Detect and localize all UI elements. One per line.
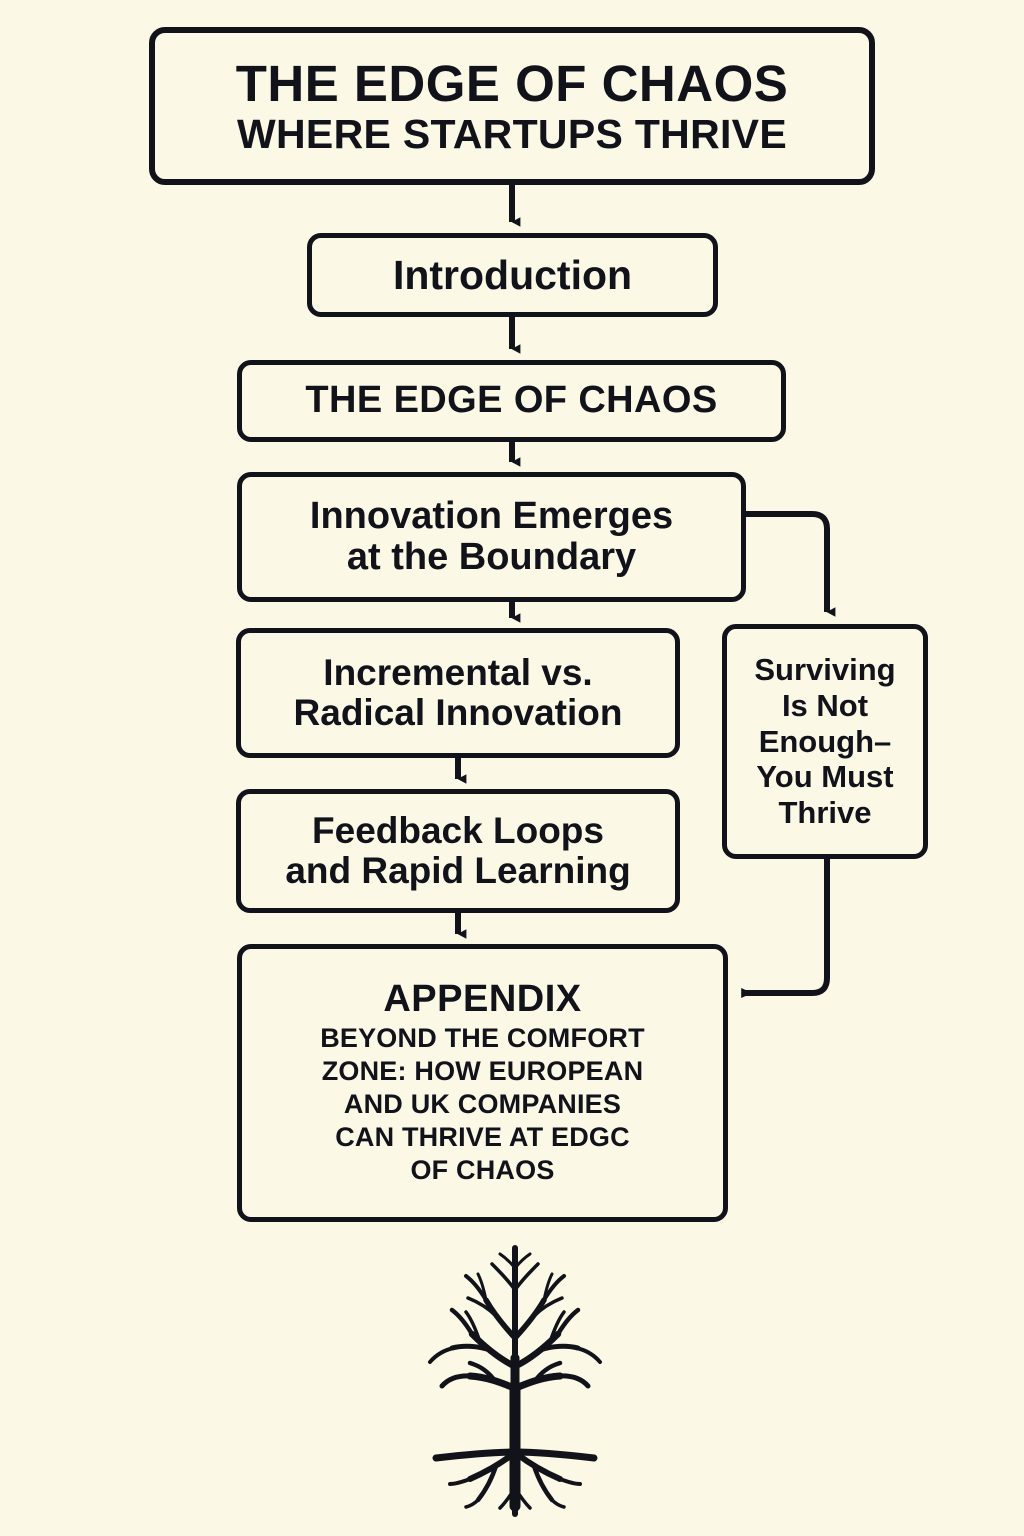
node-surviving-line-4: You Must xyxy=(756,759,894,795)
edge-innovation-to-surviving xyxy=(746,511,836,617)
node-feedback-loops-line-1: Feedback Loops xyxy=(312,810,604,852)
node-appendix-heading: APPENDIX xyxy=(383,978,582,1021)
node-surviving-is-not-enough[interactable]: Surviving Is Not Enough– You Must Thrive xyxy=(722,624,928,859)
node-the-edge-of-chaos[interactable]: THE EDGE OF CHAOS xyxy=(237,360,786,442)
node-introduction[interactable]: Introduction xyxy=(307,233,718,317)
node-feedback-loops-line-2: and Rapid Learning xyxy=(285,850,631,891)
node-incremental-vs-radical[interactable]: Incremental vs. Radical Innovation xyxy=(236,628,680,758)
node-appendix-sub-2: ZONE: HOW EUROPEAN xyxy=(321,1056,644,1087)
node-introduction-label: Introduction xyxy=(392,251,633,298)
tree-icon xyxy=(428,1245,602,1517)
node-innovation-emerges[interactable]: Innovation Emerges at the Boundary xyxy=(237,472,746,602)
title-line-2: WHERE STARTUPS THRIVE xyxy=(237,110,787,157)
node-feedback-loops[interactable]: Feedback Loops and Rapid Learning xyxy=(236,789,680,913)
node-appendix-sub-3: AND UK COMPANIES xyxy=(343,1089,622,1120)
node-innovation-emerges-line-1: Innovation Emerges xyxy=(309,494,674,537)
node-appendix[interactable]: APPENDIX BEYOND THE COMFORT ZONE: HOW EU… xyxy=(237,944,728,1222)
node-surviving-line-1: Surviving xyxy=(754,651,896,687)
edge-surviving-to-appendix xyxy=(741,859,830,998)
node-surviving-line-2: Is Not xyxy=(781,687,869,723)
node-appendix-sub-1: BEYOND THE COMFORT xyxy=(320,1023,645,1054)
node-surviving-line-3: Enough– xyxy=(758,723,892,759)
node-appendix-sub-5: OF CHAOS xyxy=(410,1154,555,1185)
node-incremental-vs-radical-line-2: Radical Innovation xyxy=(293,692,623,733)
node-the-edge-of-chaos-label: THE EDGE OF CHAOS xyxy=(305,379,718,422)
node-appendix-sub-4: CAN THRIVE AT EDGC xyxy=(335,1121,630,1152)
node-surviving-line-5: Thrive xyxy=(778,795,872,831)
node-innovation-emerges-line-2: at the Boundary xyxy=(346,536,637,578)
node-incremental-vs-radical-line-1: Incremental vs. xyxy=(323,652,593,694)
title-card: THE EDGE OF CHAOS WHERE STARTUPS THRIVE xyxy=(149,27,875,185)
title-line-1: THE EDGE OF CHAOS xyxy=(235,54,789,112)
